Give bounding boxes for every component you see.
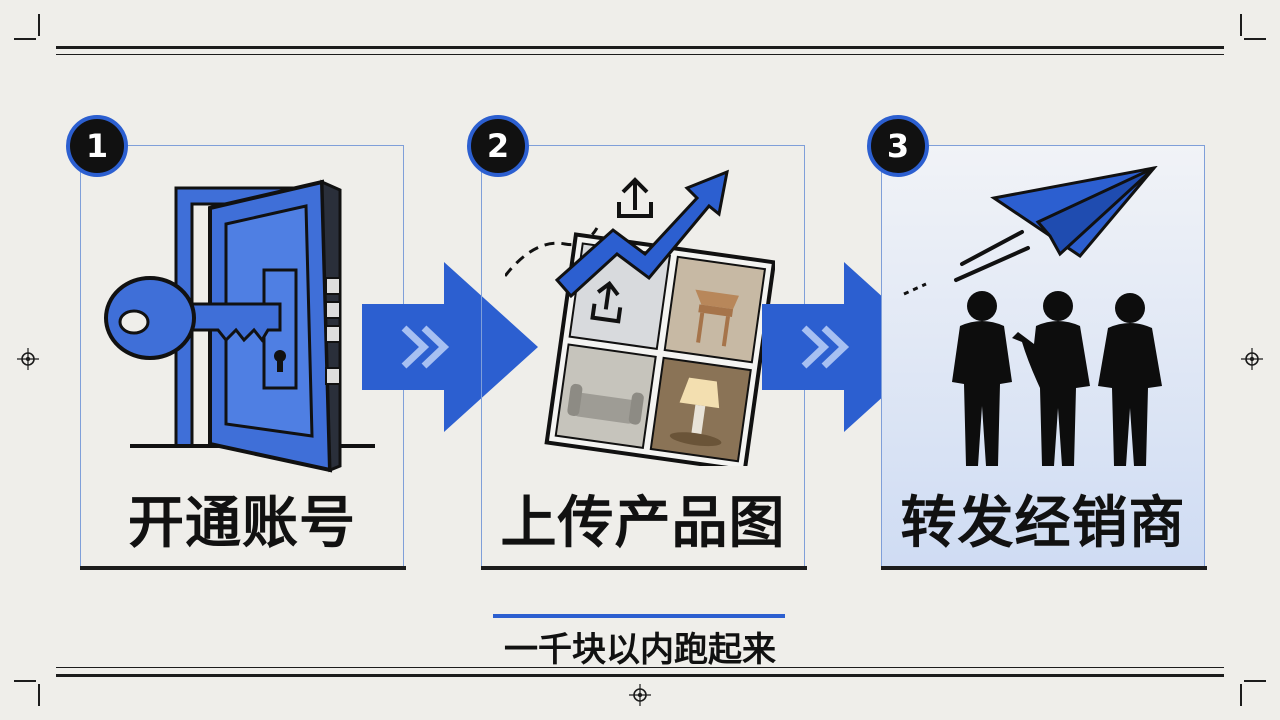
step-1-label: 开通账号 [128, 491, 356, 556]
corner-mark-top-right [1240, 14, 1266, 40]
step-3-label: 转发经销商 [900, 491, 1186, 556]
step-3-badge: 3 [867, 115, 929, 177]
top-rule [56, 46, 1224, 49]
tagline-accent-bar [493, 614, 785, 618]
paper-plane-people-icon [903, 166, 1162, 466]
step-2-label: 上传产品图 [500, 491, 786, 556]
registration-mark-left-icon [17, 348, 39, 370]
step-2-badge: 2 [467, 115, 529, 177]
corner-mark-top-left [14, 14, 40, 40]
step-3-panel-base [881, 566, 1207, 570]
corner-mark-bottom-left [14, 680, 40, 706]
step-1-panel-base [80, 566, 406, 570]
corner-mark-bottom-right [1240, 680, 1266, 706]
bottom-rule [56, 667, 1224, 668]
next-arrow-1-icon [362, 262, 538, 432]
door-key-icon [104, 179, 375, 473]
top-rule-thin [56, 54, 1224, 55]
step-1-badge: 1 [66, 115, 128, 177]
registration-mark-bottom-icon [629, 684, 651, 706]
tagline: 一千块以内跑起来 [504, 630, 776, 670]
bottom-rule-thick [56, 674, 1224, 677]
registration-mark-right-icon [1241, 348, 1263, 370]
next-arrow-2-icon [762, 262, 938, 432]
step-2-panel-base [481, 566, 807, 570]
product-photos-upload-icon [505, 169, 775, 466]
